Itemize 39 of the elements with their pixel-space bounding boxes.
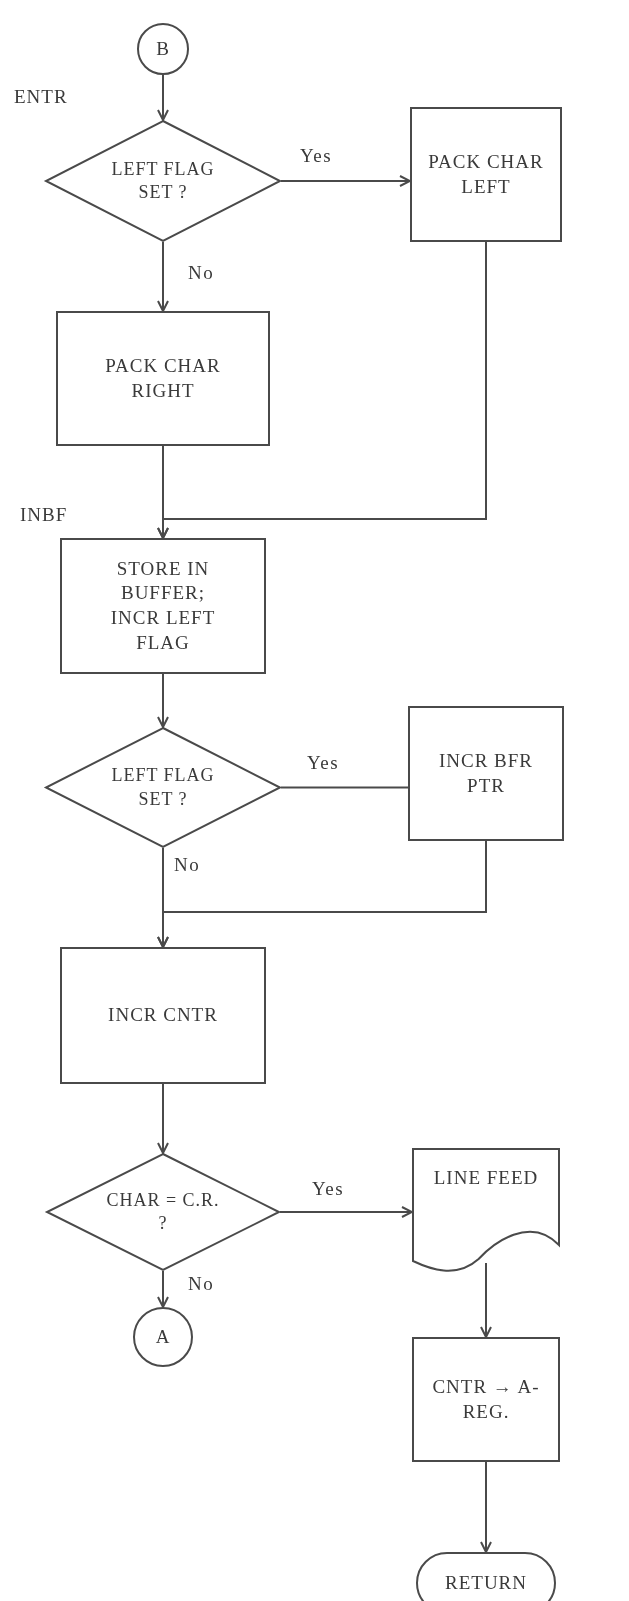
arrow [157, 241, 487, 539]
arrow [157, 74, 169, 121]
decision-diamond [46, 1153, 280, 1271]
node-label: LEFT FLAG SET ? [110, 764, 216, 811]
arrow [157, 1270, 169, 1308]
connector-circle [133, 1307, 193, 1367]
node-label: PACK CHAR RIGHT [104, 353, 222, 403]
process-box [408, 706, 564, 841]
arrow [480, 1262, 492, 1338]
decision-diamond [45, 120, 281, 242]
node-label: CNTR → A-REG. [431, 1374, 541, 1424]
node-label: CHAR = C.R. ? [105, 1188, 221, 1235]
process-box [60, 947, 266, 1084]
process-box [410, 107, 562, 242]
process-box [60, 538, 266, 674]
entry-point-label: ENTR [14, 86, 68, 108]
process-box [56, 311, 270, 446]
process-box [412, 1337, 560, 1462]
node-label: INCR CNTR [108, 1003, 218, 1028]
node-label: RETURN [445, 1570, 527, 1595]
document-shape [412, 1148, 560, 1273]
arrow [157, 1083, 169, 1154]
node-label: LEFT FLAG SET ? [110, 157, 216, 204]
arrow [280, 175, 411, 187]
connector-circle [137, 23, 189, 75]
node-label: PACK CHAR LEFT [427, 149, 545, 199]
node-label: INCR BFR PTR [437, 748, 535, 798]
entry-point-label: INBF [20, 504, 68, 526]
arrow [157, 241, 169, 312]
node-label: A [155, 1324, 171, 1349]
arrow [157, 673, 169, 728]
node-label: LINE FEED [433, 1166, 539, 1190]
decision-diamond [45, 727, 281, 848]
node-label: STORE IN BUFFER; INCR LEFT FLAG [109, 556, 217, 655]
arrow [480, 1461, 492, 1553]
arrow [279, 1206, 413, 1218]
arrow [157, 840, 487, 948]
node-label: B [156, 36, 170, 61]
terminal-shape [416, 1552, 556, 1601]
